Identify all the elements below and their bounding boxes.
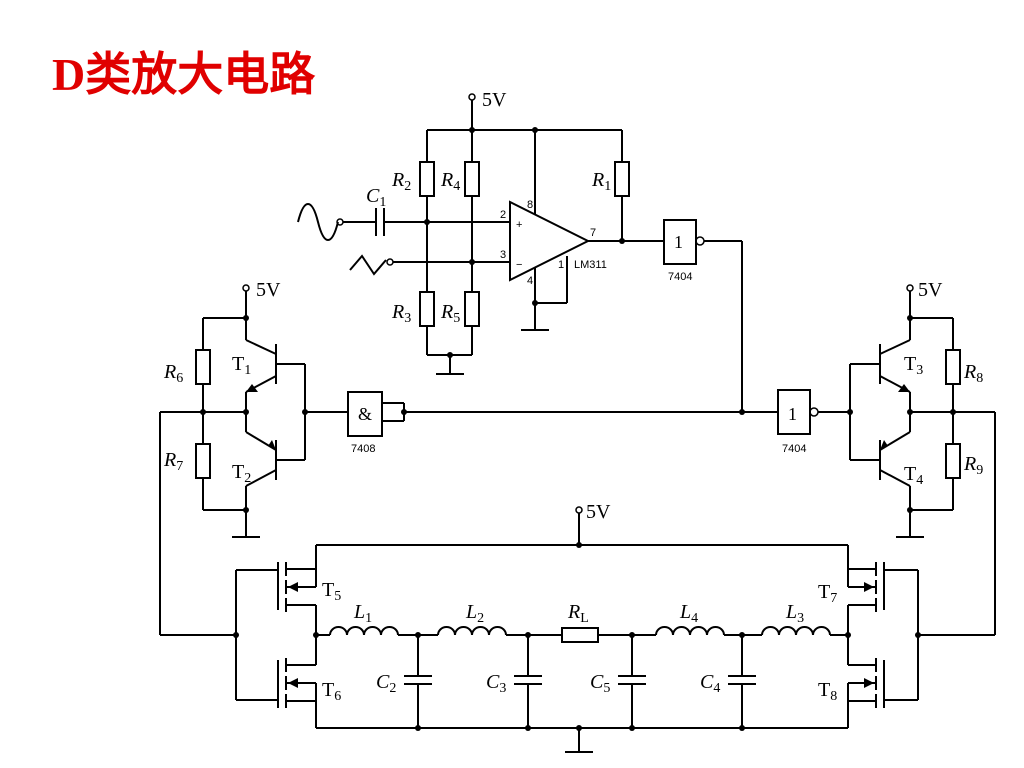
inductor-l1: [329, 626, 399, 636]
and-gate-7408: & 7408: [347, 391, 383, 455]
supply-bottom: 5V: [575, 501, 611, 523]
label-c1: C1: [366, 185, 386, 210]
label-t6: T6: [322, 679, 341, 704]
label-rl: RL: [567, 601, 589, 626]
label-r5: R5: [440, 301, 460, 326]
capacitor-c5: [618, 635, 646, 728]
inverter-top: 1 7404: [663, 219, 705, 283]
mosfet-t6: [277, 658, 316, 708]
mosfet-t5: [277, 545, 317, 612]
label-c2: C2: [376, 671, 396, 696]
svg-text:1: 1: [558, 259, 564, 271]
label-r6: R6: [163, 361, 183, 386]
svg-text:8: 8: [527, 199, 533, 211]
label-t5: T5: [322, 579, 341, 604]
svg-text:7408: 7408: [351, 443, 375, 455]
svg-text:+: +: [516, 219, 522, 231]
label-c4: C4: [700, 671, 720, 696]
transistor-t1: [245, 318, 305, 393]
inductor-l3: [761, 626, 831, 636]
label-t2: T2: [232, 461, 251, 486]
svg-text:5V: 5V: [918, 279, 943, 301]
capacitor-c2: [404, 635, 432, 728]
label-r3: R3: [391, 301, 411, 326]
resistor-r5: [464, 291, 480, 327]
resistor-r8: [945, 349, 961, 385]
resistor-r9: [945, 443, 961, 479]
sine-wave-icon: [297, 203, 339, 241]
svg-text:5V: 5V: [256, 279, 281, 301]
label-r1: R1: [591, 169, 611, 194]
inverter-right: 1 7404: [777, 389, 819, 455]
label-r2: R2: [391, 169, 411, 194]
svg-text:5V: 5V: [482, 89, 507, 111]
slide-title: D类放大电路: [52, 49, 316, 100]
supply-top: 5V: [468, 89, 507, 130]
supply-left: 5V: [242, 279, 281, 301]
label-l1: L1: [353, 601, 372, 626]
resistor-rl: [561, 627, 599, 643]
resistor-r6: [195, 349, 211, 385]
label-t3: T3: [904, 353, 923, 378]
svg-text:5V: 5V: [586, 501, 611, 523]
label-r7: R7: [163, 449, 183, 474]
mosfet-t7: [847, 545, 885, 612]
svg-text:7404: 7404: [782, 443, 806, 455]
transistor-t3: [850, 318, 911, 393]
svg-text:7404: 7404: [668, 271, 692, 283]
label-c5: C5: [590, 671, 610, 696]
transistor-t2: [245, 431, 305, 487]
label-l2: L2: [465, 601, 484, 626]
svg-text:LM311: LM311: [574, 259, 607, 271]
svg-text:7: 7: [590, 227, 596, 239]
svg-text:2: 2: [500, 209, 506, 221]
svg-text:3: 3: [500, 249, 506, 261]
triangle-wave-icon: [349, 254, 387, 276]
label-l3: L3: [785, 601, 804, 626]
resistor-r4: [464, 161, 480, 197]
resistor-r3: [419, 291, 435, 327]
supply-right: 5V: [906, 279, 943, 301]
comparator-lm311: + − 2 3 8 7 4 1 LM311: [500, 199, 607, 287]
inductor-l2: [437, 626, 507, 636]
label-r9: R9: [963, 453, 983, 478]
label-t8: T8: [818, 679, 837, 704]
capacitor-c3: [514, 635, 542, 728]
svg-text:−: −: [516, 259, 522, 271]
resistor-r2: [419, 161, 435, 197]
label-r8: R8: [963, 361, 983, 386]
label-t7: T7: [818, 581, 837, 606]
svg-text:1: 1: [788, 404, 797, 424]
label-t1: T1: [232, 353, 251, 378]
inductor-l4: [655, 626, 725, 636]
label-l4: L4: [679, 601, 698, 626]
resistor-r1: [614, 161, 630, 197]
transistor-t4: [850, 431, 911, 487]
label-c3: C3: [486, 671, 506, 696]
svg-text:1: 1: [674, 232, 683, 252]
capacitor-c4: [728, 635, 756, 728]
mosfet-t8: [848, 658, 885, 708]
resistor-r7: [195, 443, 211, 479]
svg-text:&: &: [358, 404, 372, 424]
svg-text:4: 4: [527, 275, 533, 287]
label-r4: R4: [440, 169, 460, 194]
label-t4: T4: [904, 463, 923, 488]
